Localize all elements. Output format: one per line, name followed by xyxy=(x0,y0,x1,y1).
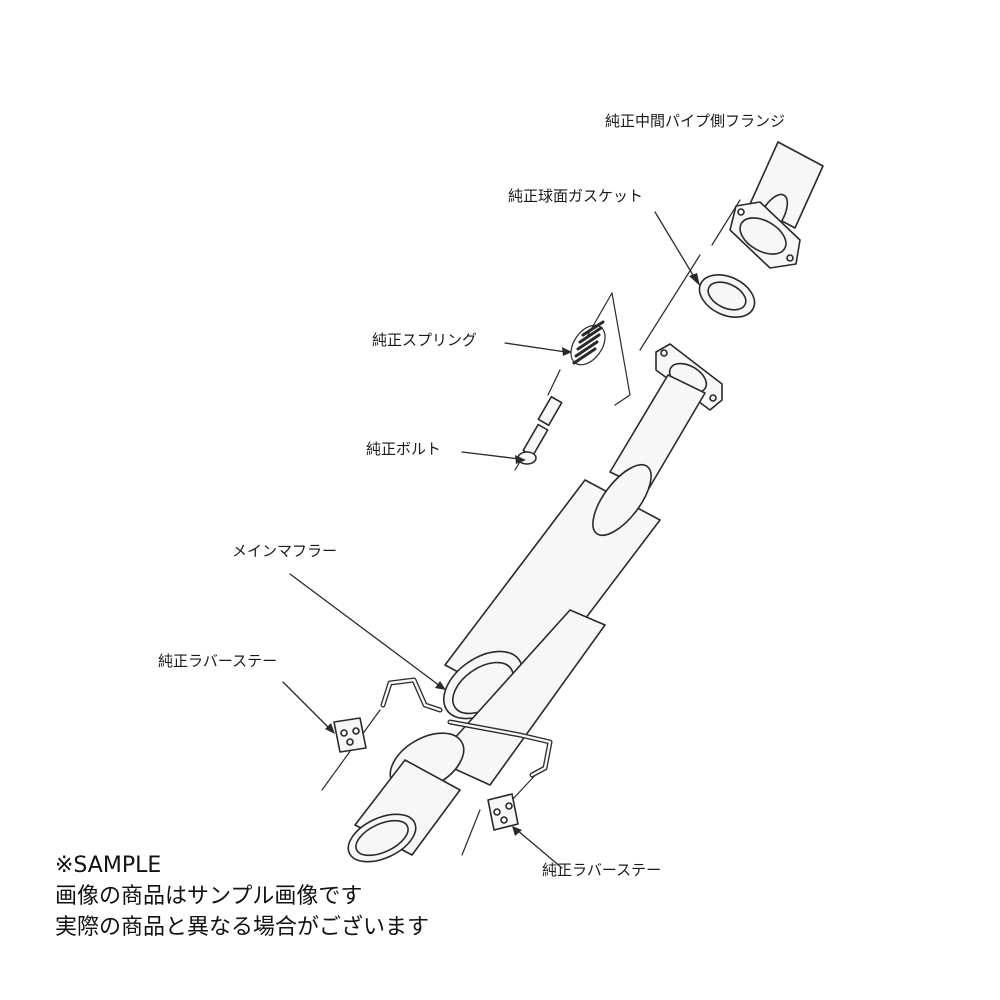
arrowheads xyxy=(325,273,700,836)
label-rubber-stay-left: 純正ラバーステー xyxy=(158,652,278,670)
spring xyxy=(570,320,606,366)
sample-notice: ※SAMPLE 画像の商品はサンプル画像です 実際の商品と異なる場合がございます xyxy=(55,850,429,943)
leader-lines xyxy=(282,211,697,869)
sample-notice-line-3: 実際の商品と異なる場合がございます xyxy=(55,915,430,940)
rubber-stay-left xyxy=(333,717,367,753)
bolt xyxy=(517,395,563,465)
tail-pipe xyxy=(347,759,461,863)
axis-lines xyxy=(321,199,741,856)
label-mid-pipe-flange: 純正中間パイプ側フランジ xyxy=(605,112,786,130)
rubber-stay-right xyxy=(487,793,519,831)
spherical-gasket xyxy=(698,274,756,318)
label-bolt: 純正ボルト xyxy=(366,440,442,458)
hanger-rods-inner xyxy=(381,678,552,777)
label-rubber-stay-right: 純正ラバーステー xyxy=(542,861,662,879)
mid-pipe-flange xyxy=(729,201,801,269)
label-spherical-gasket: 純正球面ガスケット xyxy=(508,187,644,205)
label-spring: 純正スプリング xyxy=(372,331,478,349)
sample-notice-line-2: 画像の商品はサンプル画像です xyxy=(55,884,363,909)
sample-notice-line-1: ※SAMPLE xyxy=(55,853,162,878)
label-main-muffler: メインマフラー xyxy=(232,542,338,560)
